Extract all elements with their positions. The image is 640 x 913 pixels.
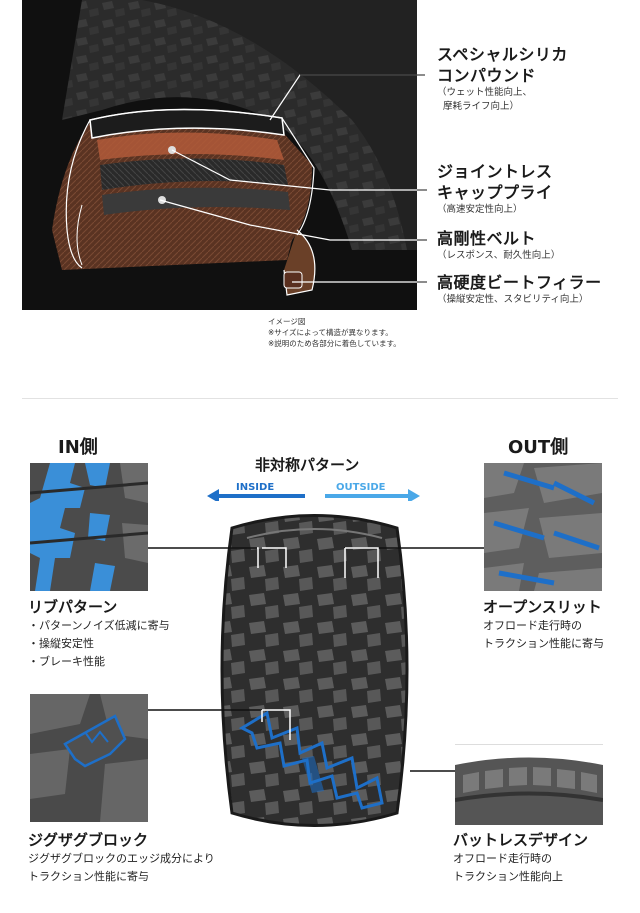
out-side-tread-image <box>484 463 602 591</box>
feature-desc: （ウェット性能向上、 <box>437 87 533 98</box>
feature-jointless-cap-ply: ジョイントレス キャッププライ （高速安定性向上） <box>437 161 553 217</box>
in-side-title: IN側 <box>58 437 98 458</box>
tire-tread-front-image <box>212 508 417 833</box>
zigzag-block-illustration <box>30 694 148 822</box>
outside-arrow-icon <box>325 489 420 501</box>
feature-silica-compound: スペシャルシリカ コンパウンド （ウェット性能向上、 摩耗ライフ向上） <box>437 44 568 114</box>
open-slit-desc: トラクション性能に寄与 <box>483 637 604 650</box>
feature-title: 高硬度ビートフィラー <box>437 273 602 292</box>
open-slit-feature: オープンスリット オフロード走行時の トラクション性能に寄与 <box>483 597 604 653</box>
inside-arrow-icon <box>207 489 305 501</box>
feature-desc: （レスポンス、耐久性向上） <box>437 250 561 261</box>
note-line: ※サイズによって構造が異なります。 <box>268 328 393 337</box>
out-side-title: OUT側 <box>508 437 569 458</box>
in-side-tread-image <box>30 463 148 591</box>
feature-title: コンパウンド <box>437 66 537 85</box>
feature-title: 高剛性ベルト <box>437 229 537 248</box>
open-slit-title: オープンスリット <box>483 598 602 616</box>
open-slit-illustration <box>484 463 602 591</box>
inside-label: INSIDE <box>236 482 275 493</box>
image-notes: イメージ図 ※サイズによって構造が異なります。 ※説明のため各部分に着色していま… <box>268 316 401 349</box>
feature-desc: （操縦安定性、スタビリティ向上） <box>437 294 589 305</box>
rib-pattern-item: ・ブレーキ性能 <box>28 655 105 668</box>
zigzag-block-desc: ジグザグブロックのエッジ成分により <box>28 852 215 865</box>
rib-pattern-title: リブパターン <box>28 598 118 616</box>
feature-desc: 摩耗ライフ向上） <box>443 101 520 112</box>
feature-title: スペシャルシリカ <box>437 45 568 64</box>
feature-title: キャッププライ <box>437 183 553 202</box>
rib-pattern-illustration <box>30 463 148 591</box>
feature-desc: （高速安定性向上） <box>437 204 523 215</box>
cross-section-panel <box>22 0 417 310</box>
section-divider <box>22 398 618 399</box>
feature-bead-filler: 高硬度ビートフィラー （操縦安定性、スタビリティ向上） <box>437 272 602 307</box>
feature-title: ジョイントレス <box>437 162 553 181</box>
note-line: ※説明のため各部分に着色しています。 <box>268 339 401 348</box>
zigzag-block-desc: トラクション性能に寄与 <box>28 870 149 883</box>
asymmetric-pattern-title: 非対称パターン <box>255 456 360 474</box>
buttress-design-desc: オフロード走行時の <box>453 852 552 865</box>
buttress-illustration <box>455 757 603 825</box>
open-slit-desc: オフロード走行時の <box>483 619 582 632</box>
rib-pattern-item: ・操縦安定性 <box>28 637 94 650</box>
buttress-design-feature: バットレスデザイン オフロード走行時の トラクション性能向上 <box>453 830 588 886</box>
tire-cross-section-image <box>52 0 417 296</box>
outside-label: OUTSIDE <box>336 482 386 493</box>
zigzag-block-feature: ジグザグブロック ジグザグブロックのエッジ成分により トラクション性能に寄与 <box>28 830 215 886</box>
buttress-design-title: バットレスデザイン <box>453 831 589 849</box>
rib-pattern-feature: リブパターン ・パターンノイズ低減に寄与 ・操縦安定性 ・ブレーキ性能 <box>28 597 170 671</box>
zigzag-block-title: ジグザグブロック <box>28 831 149 849</box>
buttress-design-desc: トラクション性能向上 <box>453 870 563 883</box>
structure-leader-lines <box>159 74 427 283</box>
buttress-design-image <box>455 744 603 825</box>
zigzag-block-image <box>30 694 148 822</box>
tire-tread-illustration <box>220 514 409 827</box>
feature-high-rigidity-belt: 高剛性ベルト （レスポンス、耐久性向上） <box>437 228 560 263</box>
note-line: イメージ図 <box>268 317 306 326</box>
rib-pattern-item: ・パターンノイズ低減に寄与 <box>28 619 170 632</box>
